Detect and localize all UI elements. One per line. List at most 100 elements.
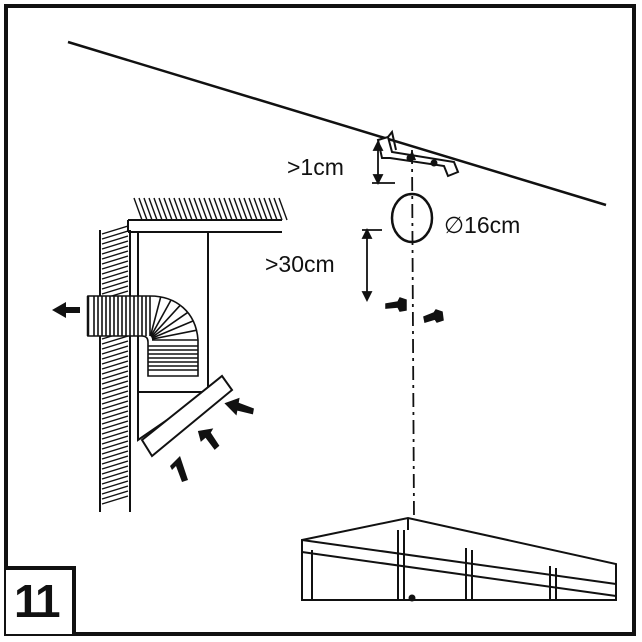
ceiling-hatch xyxy=(127,197,288,233)
hatch-stroke xyxy=(213,197,223,221)
hatch-stroke xyxy=(168,197,178,221)
hatch-stroke xyxy=(101,225,129,235)
hatch-stroke xyxy=(208,197,218,221)
hatch-stroke xyxy=(149,296,162,337)
hatch-stroke xyxy=(101,270,129,280)
hatch-stroke xyxy=(101,370,129,380)
hatch-stroke xyxy=(203,197,213,221)
hatch-stroke xyxy=(248,197,258,221)
hatch-stroke xyxy=(163,197,173,221)
hatch-stroke xyxy=(158,197,168,221)
hatch-stroke xyxy=(278,197,288,221)
wall-hatch xyxy=(99,225,131,512)
hatch-stroke xyxy=(273,197,283,221)
hatch-stroke xyxy=(218,197,228,221)
hatch-stroke xyxy=(101,435,129,445)
hatch-stroke xyxy=(150,305,181,338)
hatch-stroke xyxy=(101,425,129,435)
hatch-stroke xyxy=(101,285,129,295)
hatch-stroke xyxy=(101,250,129,260)
hatch-stroke xyxy=(101,470,129,480)
flexible-duct xyxy=(86,295,199,377)
hatch-stroke xyxy=(101,280,129,290)
hatch-stroke xyxy=(101,395,129,405)
bracket-distance-dimension xyxy=(361,227,382,303)
hatch-stroke xyxy=(101,340,129,350)
hatch-stroke xyxy=(263,197,273,221)
hatch-stroke xyxy=(101,380,129,390)
hood-canopy xyxy=(137,374,234,458)
hatch-stroke xyxy=(101,415,129,425)
hatch-stroke xyxy=(223,197,233,221)
hatch-stroke xyxy=(101,360,129,370)
hatch-stroke xyxy=(148,197,158,221)
hatch-stroke xyxy=(143,197,153,221)
hatch-stroke xyxy=(101,275,129,285)
hatch-stroke xyxy=(101,475,129,485)
intake-arrow-icon xyxy=(170,456,188,482)
hatch-stroke xyxy=(101,375,129,385)
hatch-stroke xyxy=(101,420,129,430)
airflow-arrows xyxy=(52,302,254,482)
hatch-stroke xyxy=(101,255,129,265)
hatch-stroke xyxy=(228,197,238,221)
hatch-stroke xyxy=(268,197,278,221)
hatch-stroke xyxy=(101,260,129,270)
hatch-stroke xyxy=(188,197,198,221)
hatch-stroke xyxy=(133,197,143,221)
hatch-stroke xyxy=(101,410,129,420)
hatch-stroke xyxy=(101,230,129,240)
hatch-stroke xyxy=(101,460,129,470)
hatch-stroke xyxy=(101,365,129,375)
hatch-stroke xyxy=(193,197,203,221)
center-axis-line xyxy=(411,149,415,521)
hatch-stroke xyxy=(101,495,129,505)
hatch-stroke xyxy=(101,440,129,450)
hatch-stroke xyxy=(101,390,129,400)
hatch-stroke xyxy=(238,197,248,221)
bracket-distance-label: >30cm xyxy=(265,251,335,277)
hatch-stroke xyxy=(183,197,193,221)
hatch-stroke xyxy=(101,355,129,365)
hatch-stroke xyxy=(101,240,129,250)
hatch-stroke xyxy=(151,329,197,340)
hatch-stroke xyxy=(253,197,263,221)
wall-screws xyxy=(385,297,444,323)
hatch-stroke xyxy=(178,197,188,221)
ceiling-line xyxy=(67,40,607,207)
intake-arrow-icon xyxy=(224,397,254,416)
hatch-stroke xyxy=(101,400,129,410)
hatch-stroke xyxy=(101,450,129,460)
hatch-stroke xyxy=(101,245,129,255)
hatch-stroke xyxy=(153,197,163,221)
diagram-border xyxy=(4,4,636,636)
step-number-box xyxy=(6,566,76,634)
hatch-stroke xyxy=(198,197,208,221)
hatch-stroke xyxy=(258,197,268,221)
hatch-stroke xyxy=(101,465,129,475)
hatch-stroke xyxy=(150,299,172,337)
hatch-stroke xyxy=(101,350,129,360)
hatch-stroke xyxy=(151,320,194,340)
hatch-stroke xyxy=(173,197,183,221)
hatch-stroke xyxy=(138,197,148,221)
intake-arrow-icon xyxy=(197,428,220,450)
duct-diameter-label: ∅16cm xyxy=(444,212,521,238)
hatch-stroke xyxy=(101,480,129,490)
hatch-stroke xyxy=(101,445,129,455)
exhaust-arrow-icon xyxy=(52,302,80,318)
hatch-stroke xyxy=(101,345,129,355)
hatch-stroke xyxy=(101,235,129,245)
axis-arrow xyxy=(408,150,416,160)
hatch-stroke xyxy=(151,311,188,339)
hatch-stroke xyxy=(101,485,129,495)
lower-cabinet xyxy=(301,516,617,602)
hatch-stroke xyxy=(101,430,129,440)
hatch-stroke xyxy=(101,385,129,395)
hatch-stroke xyxy=(233,197,243,221)
hatch-stroke xyxy=(101,490,129,500)
hatch-stroke xyxy=(101,405,129,415)
hatch-stroke xyxy=(101,455,129,465)
hatch-stroke xyxy=(243,197,253,221)
